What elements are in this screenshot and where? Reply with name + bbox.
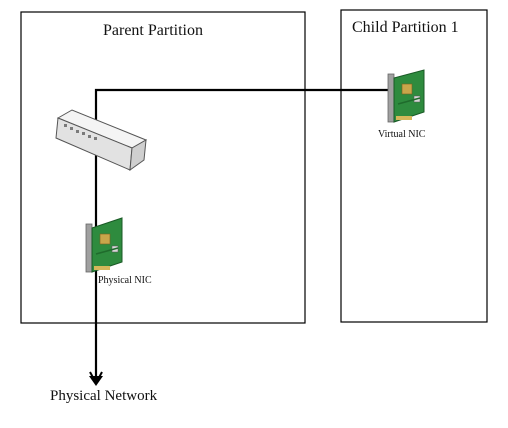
virtual-nic-label: Virtual NIC <box>378 129 426 140</box>
arrow-right-stroke <box>95 371 103 384</box>
child-partition-title: Child Partition 1 <box>352 19 459 36</box>
arrow-left-stroke <box>89 371 97 384</box>
network-switch-icon <box>55 109 148 172</box>
physical-network-label: Physical Network <box>50 388 158 404</box>
virtual-nic-card-icon <box>387 69 425 123</box>
virtual-link-line <box>94 88 392 128</box>
physical-nic-card-icon <box>85 217 123 273</box>
physical-nic-label: Physical NIC <box>98 275 152 286</box>
child-partition-box <box>340 9 488 323</box>
parent-partition-title: Parent Partition <box>103 22 203 39</box>
parent-partition-box <box>20 11 306 324</box>
